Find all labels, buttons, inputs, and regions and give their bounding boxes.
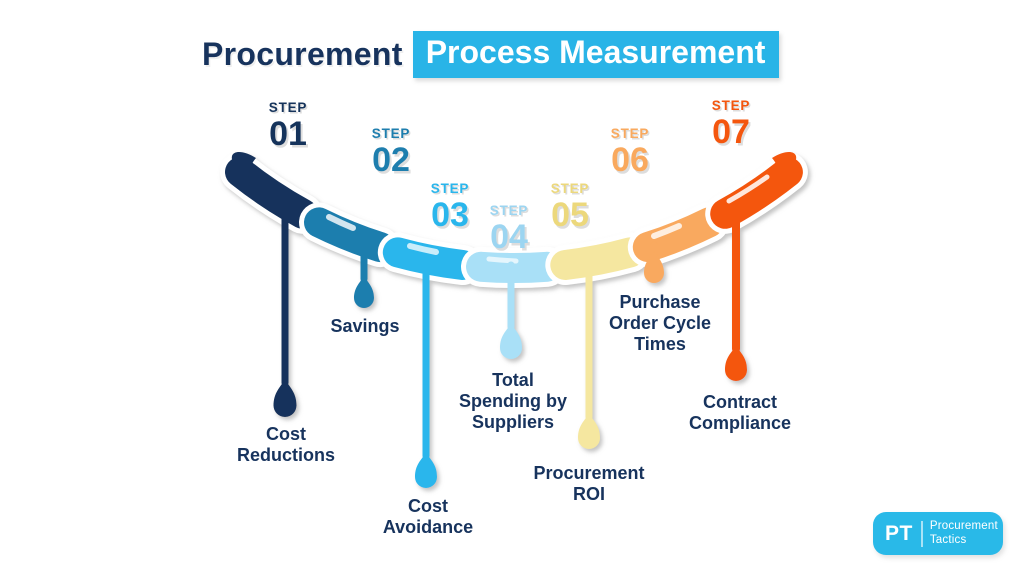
arc-segment-1 [225,157,318,229]
brush-flick-right [772,152,800,192]
arc-segment-5 [550,237,646,280]
drip-3-drop [415,453,437,488]
page-title: Procurement Process Measurement [202,31,780,78]
page-title-highlight: Process Measurement [412,31,780,78]
step-7-number: 07 [712,112,750,151]
step-6-header: STEP 06 [611,127,649,177]
gloss-highlight-7 [726,174,770,204]
step-1-label: Cost Reductions [236,424,335,466]
step-7-label: Contract Compliance [688,392,792,434]
step-7-header: STEP 07 [712,99,750,149]
step-5-word: STEP [550,181,590,196]
brand-logo-divider [920,520,923,547]
drip-6-drop [644,251,664,283]
step-1-header: STEP 01 [269,101,307,151]
gloss-highlight-6 [651,223,682,239]
step-4-header: STEP 04 [490,204,528,254]
step-1-word: STEP [268,100,308,115]
step-7-word: STEP [711,98,751,113]
drip-2-drop [354,276,374,308]
step-3-word: STEP [430,181,470,196]
gloss-highlight-4 [486,256,519,264]
page-title-plain: Procurement [202,36,403,72]
drip-4-drop [500,324,522,359]
step-2-word: STEP [371,126,411,141]
brand-logo-name-line2: Tactics [929,533,967,546]
step-5-header: STEP 05 [551,182,589,232]
step-3-header: STEP 03 [431,182,469,232]
step-4-word: STEP [489,203,529,218]
step-6-word: STEP [610,126,650,141]
step-1-number: 01 [269,114,307,153]
step-4-label: Total Spending by Suppliers [459,370,567,433]
brand-logo: PT Procurement Tactics [873,512,1003,555]
step-4-number: 04 [490,217,528,256]
brand-logo-name: Procurement Tactics [930,520,998,548]
step-2-label: Savings [330,316,400,336]
brand-logo-name-line1: Procurement [929,519,998,532]
brand-logo-abbr: PT [885,521,913,545]
drip-5-drop [578,414,600,449]
step-6-label: Purchase Order Cycle Times [608,292,712,355]
step-3-label: Cost Avoidance [382,496,474,538]
step-6-number: 06 [611,140,649,179]
step-5-label: Procurement ROI [533,463,645,505]
arc-segment-3 [382,237,478,280]
step-2-header: STEP 02 [372,127,410,177]
drip-1-drop [273,380,297,418]
gloss-highlight-3 [407,243,439,255]
gloss-highlight-2 [326,214,356,231]
step-2-number: 02 [372,140,410,179]
drip-7-drop [725,346,747,381]
step-3-number: 03 [431,195,469,234]
step-5-number: 05 [551,195,589,234]
brush-flick-left [228,152,256,192]
